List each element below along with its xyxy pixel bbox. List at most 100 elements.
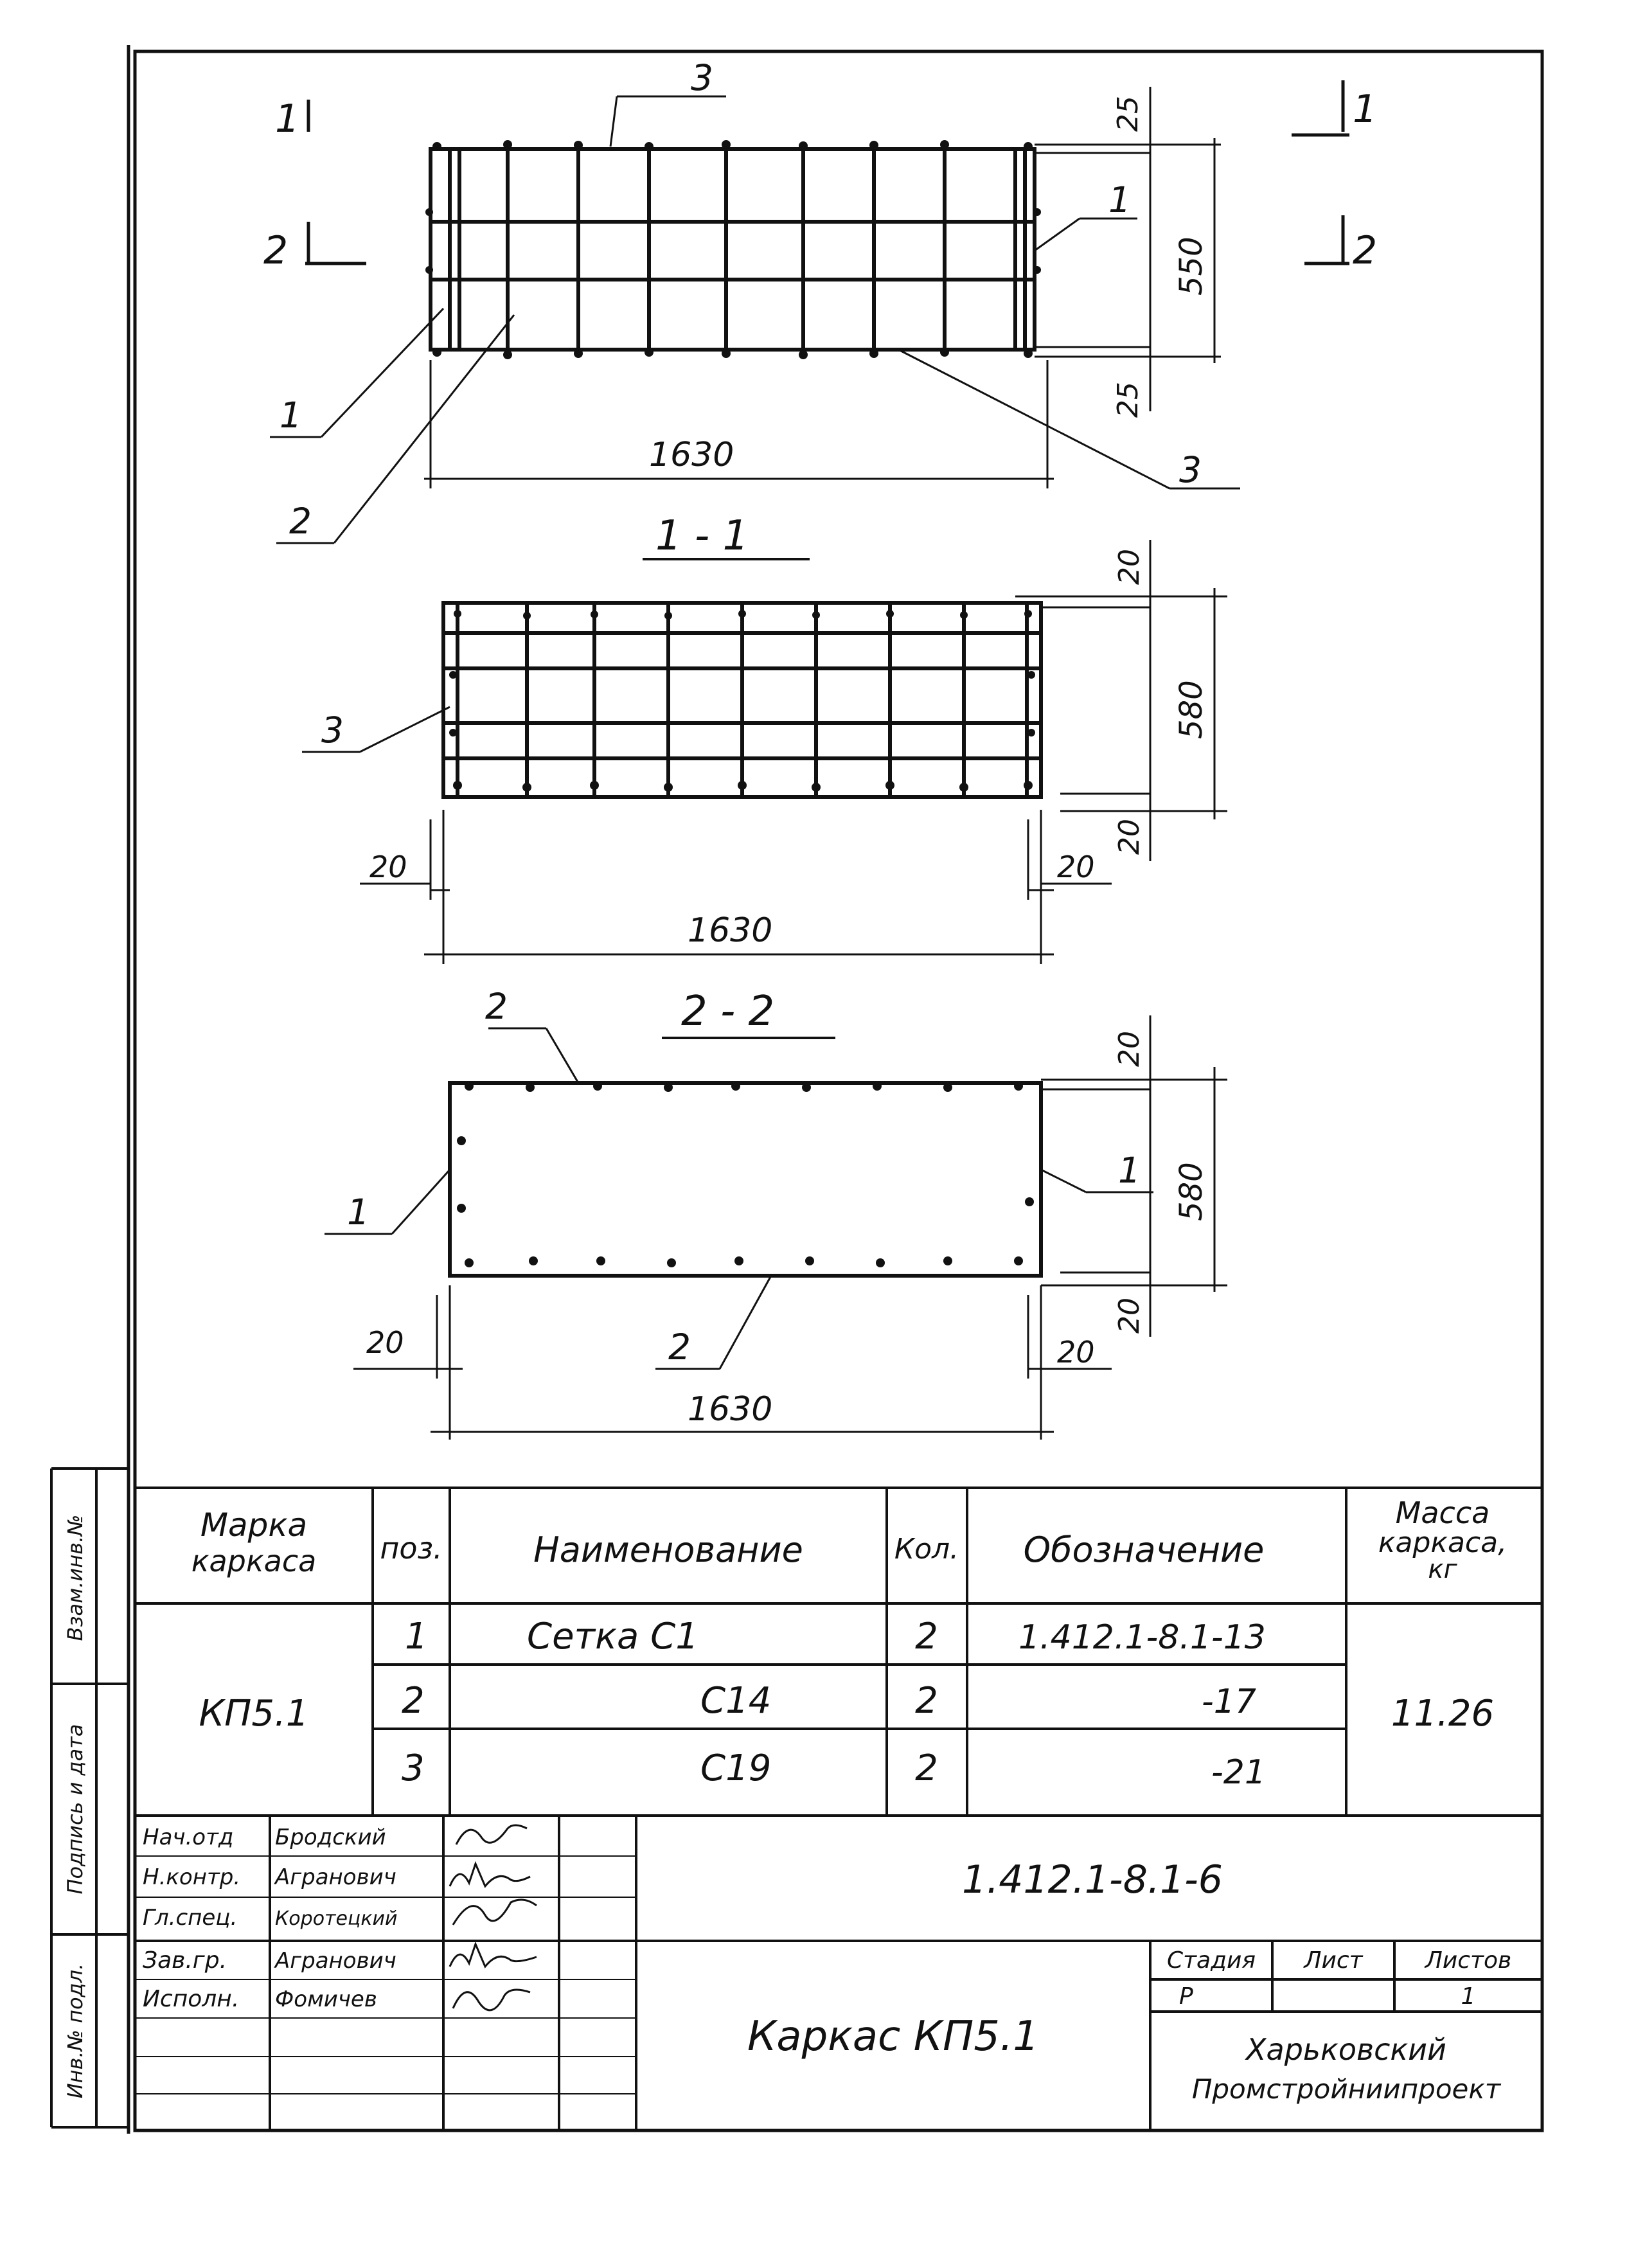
- row2-qty: 2: [915, 1680, 938, 1722]
- row2-designation: -17: [1202, 1683, 1256, 1721]
- header-mark-line1: Марка: [200, 1506, 307, 1544]
- plan-dimensions: [424, 87, 1221, 488]
- signatures: [449, 1824, 537, 2012]
- spec-table-grid: [135, 1487, 1542, 1817]
- row3-name: С19: [700, 1747, 771, 1789]
- sign-role-3: Гл.спец.: [143, 1905, 237, 1931]
- header-name: Наименование: [533, 1530, 803, 1570]
- sign-name-1: Бродский: [275, 1825, 386, 1850]
- stage-value: Р: [1179, 1983, 1193, 2010]
- row1-qty: 2: [915, 1616, 938, 1657]
- plan-dots: [425, 140, 1041, 359]
- section1-grid: [441, 601, 1043, 799]
- section2-dim-length: 1630: [688, 1390, 772, 1429]
- signature-4: [449, 1941, 537, 1969]
- section2-dim-right-margin: 20: [1057, 1335, 1095, 1370]
- section1-dim-left-margin: 20: [369, 850, 407, 884]
- title-block-thin-rows: [135, 1855, 636, 2094]
- section2-dim-bottom-margin: 20: [1113, 1298, 1146, 1334]
- side-field-1: Взам.инв.№: [63, 1515, 87, 1641]
- row2-name: С14: [700, 1680, 771, 1722]
- sheets-value: 1: [1461, 1983, 1476, 2010]
- side-strip: Взам.инв.№ Подпись и дата Инв.№ подл.: [50, 1467, 129, 2129]
- section2-pos-right: 1: [1118, 1150, 1141, 1191]
- row3-designation: -21: [1211, 1753, 1266, 1792]
- section2-dim-top-margin: 20: [1113, 1031, 1146, 1067]
- doc-title: Каркас КП5.1: [747, 2013, 1039, 2060]
- plan-pos-left: 1: [280, 395, 302, 436]
- doc-number: 1.412.1-8.1-6: [962, 1857, 1223, 1902]
- section-1-1: 1 - 1: [302, 512, 1227, 964]
- header-mark-line2: каркаса: [191, 1544, 317, 1578]
- section2-dim-height: 580: [1173, 1162, 1209, 1221]
- section1-dim-length: 1630: [688, 911, 772, 950]
- section2-frame: [448, 1081, 1043, 1278]
- signature-3: [452, 1898, 537, 1925]
- side-strip-grid: [50, 1467, 129, 2129]
- row1-name: Сетка С1: [527, 1616, 698, 1657]
- plan-pos-right: 1: [1108, 179, 1131, 220]
- row3-pos: 3: [402, 1747, 425, 1789]
- signature-1: [455, 1824, 528, 1845]
- org-line2: Промстройниипроект: [1192, 2073, 1502, 2105]
- plan-dim-bottom-margin: 25: [1112, 382, 1144, 418]
- sign-role-2: Н.контр.: [143, 1864, 240, 1890]
- section1-dim-right-margin: 20: [1057, 850, 1095, 884]
- section2-dots: [457, 1082, 1034, 1267]
- sheets-header: Листов: [1424, 1947, 1511, 1974]
- side-field-2: Подпись и дата: [63, 1724, 87, 1894]
- cut-mark-1-left: 1: [275, 96, 299, 141]
- plan-pos-bottom-right: 3: [1179, 449, 1202, 490]
- section1-dimensions: [360, 540, 1227, 964]
- title-block-grid: [135, 1816, 1542, 2130]
- header-qty: Кол.: [894, 1533, 959, 1566]
- sign-name-2: Агранович: [274, 1864, 396, 1890]
- org-line1: Харьковский: [1245, 2032, 1446, 2067]
- sign-role-1: Нач.отд: [143, 1825, 233, 1850]
- section1-dim-bottom-margin: 20: [1113, 819, 1146, 855]
- section2-title: 2 - 2: [681, 988, 774, 1035]
- section1-pos-left: 3: [321, 710, 344, 751]
- stage-header: Стадия: [1167, 1947, 1256, 1974]
- row1-pos: 1: [405, 1616, 428, 1657]
- sign-role-4: Зав.гр.: [143, 1947, 227, 1974]
- sheet-header: Лист: [1303, 1947, 1363, 1974]
- frame-mass: 11.26: [1391, 1693, 1494, 1735]
- row3-qty: 2: [915, 1747, 938, 1789]
- section2-pos-left: 1: [347, 1192, 369, 1233]
- cut-mark-2-left: 2: [263, 228, 288, 273]
- section2-pos-top: 2: [485, 986, 508, 1027]
- section1-dots: [449, 610, 1035, 792]
- header-pos: поз.: [380, 1531, 442, 1566]
- header-mass-line3: кг: [1428, 1555, 1457, 1584]
- title-block: Нач.отд Бродский Н.контр. Агранович Гл.с…: [135, 1816, 1542, 2130]
- section1-title: 1 - 1: [655, 512, 749, 560]
- section2-dimensions: [353, 1015, 1227, 1440]
- header-mass-line2: каркаса,: [1378, 1526, 1507, 1559]
- section1-leader: [302, 706, 450, 753]
- plan-grid: [429, 147, 1036, 352]
- section2-pos-bottom: 2: [668, 1326, 691, 1368]
- plan-pos-top: 3: [691, 57, 713, 98]
- side-field-3: Инв.№ подл.: [63, 1963, 87, 2099]
- plan-leaders: [270, 95, 1240, 544]
- row2-pos: 2: [402, 1680, 425, 1722]
- section2-leaders: [325, 1027, 1153, 1370]
- signature-2: [449, 1861, 531, 1888]
- section-2-2: 2 - 2: [325, 986, 1227, 1440]
- spec-table: Марка каркаса поз. Наименование Кол. Обо…: [135, 1487, 1542, 1817]
- plan-dim-height: 550: [1173, 237, 1209, 296]
- sheet-frame: [127, 45, 1544, 2134]
- cut-mark-2-right: 2: [1353, 228, 1377, 273]
- frame-mark: КП5.1: [199, 1693, 309, 1735]
- sign-name-4: Агранович: [274, 1948, 396, 1974]
- header-mass-line1: Масса: [1396, 1496, 1490, 1530]
- cut-mark-1-right: 1: [1353, 87, 1377, 132]
- row1-designation: 1.412.1-8.1-13: [1018, 1618, 1266, 1657]
- sign-name-5: Фомичев: [275, 1987, 377, 2012]
- sign-role-5: Исполн.: [143, 1986, 239, 2012]
- plan-dim-length: 1630: [649, 436, 734, 474]
- plan-cut-markers: [305, 80, 1349, 265]
- section1-dim-top-margin: 20: [1113, 549, 1146, 585]
